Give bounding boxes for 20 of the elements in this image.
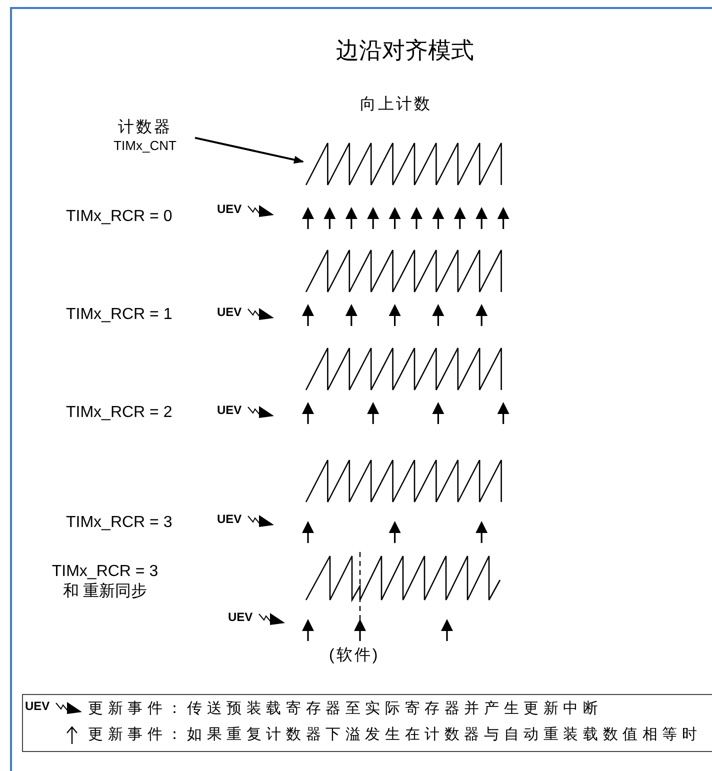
register-label: TIMx_RCR = 0 [66,208,172,226]
uev-label: UEV [217,512,242,526]
label-text: TIMx_CNT [112,138,178,154]
legend-text: 更新事件：如果重复计数器下溢发生在计数器与自动重装载数值相等时 [88,725,702,744]
uev-label: UEV [25,699,50,713]
title: 边沿对齐模式 [335,36,475,65]
arrow [194,136,304,164]
software-label: (软件) [329,646,380,666]
legend-text: 更新事件：传送预装载寄存器至实际寄存器并产生更新中断 [88,699,603,718]
uev-label: UEV [217,202,242,216]
uev-label: UEV [217,305,242,319]
sawtooth-waveform [304,141,504,187]
register-label: TIMx_RCR = 3 [66,514,172,532]
subtitle: 向上计数 [360,94,432,115]
label-text: 计数器 [117,118,173,138]
register-label: TIMx_RCR = 2 [66,404,172,422]
register-label: TIMx_RCR = 3 和 重新同步 [50,562,160,602]
register-label: TIMx_RCR = 1 [66,306,172,324]
uev-label: UEV [217,403,242,417]
uev-label: UEV [228,610,253,624]
